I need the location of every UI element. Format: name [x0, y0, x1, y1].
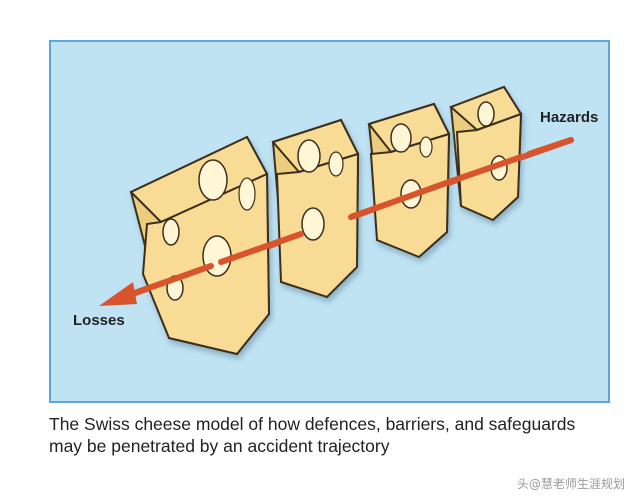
cheese-slice-2: [271, 118, 360, 299]
cheese-slice-1: [129, 135, 271, 356]
hazards-label: Hazards: [540, 109, 599, 126]
losses-label: Losses: [73, 312, 125, 329]
diagram-panel: Hazards Losses: [49, 40, 610, 403]
arrow-segment-through-slice-2: [348, 179, 452, 220]
arrow-shaft: [126, 263, 214, 298]
arrow-segment-through-slice-3: [446, 154, 524, 185]
watermark: 头@慧老师生涯规划: [516, 477, 625, 491]
arrow-head: [99, 282, 137, 306]
swiss-cheese-diagram: [99, 85, 574, 356]
cheese-slice-3: [367, 102, 451, 259]
figure-caption: The Swiss cheese model of how defences, …: [49, 413, 609, 457]
caption-line-1: The Swiss cheese model of how defences, …: [49, 414, 576, 434]
cheese-slice-4: [449, 85, 523, 222]
caption-line-2: may be penetrated by an accident traject…: [49, 436, 390, 456]
arrow-segment-through-slice-1: [218, 231, 304, 265]
arrow-tail: [526, 137, 574, 157]
